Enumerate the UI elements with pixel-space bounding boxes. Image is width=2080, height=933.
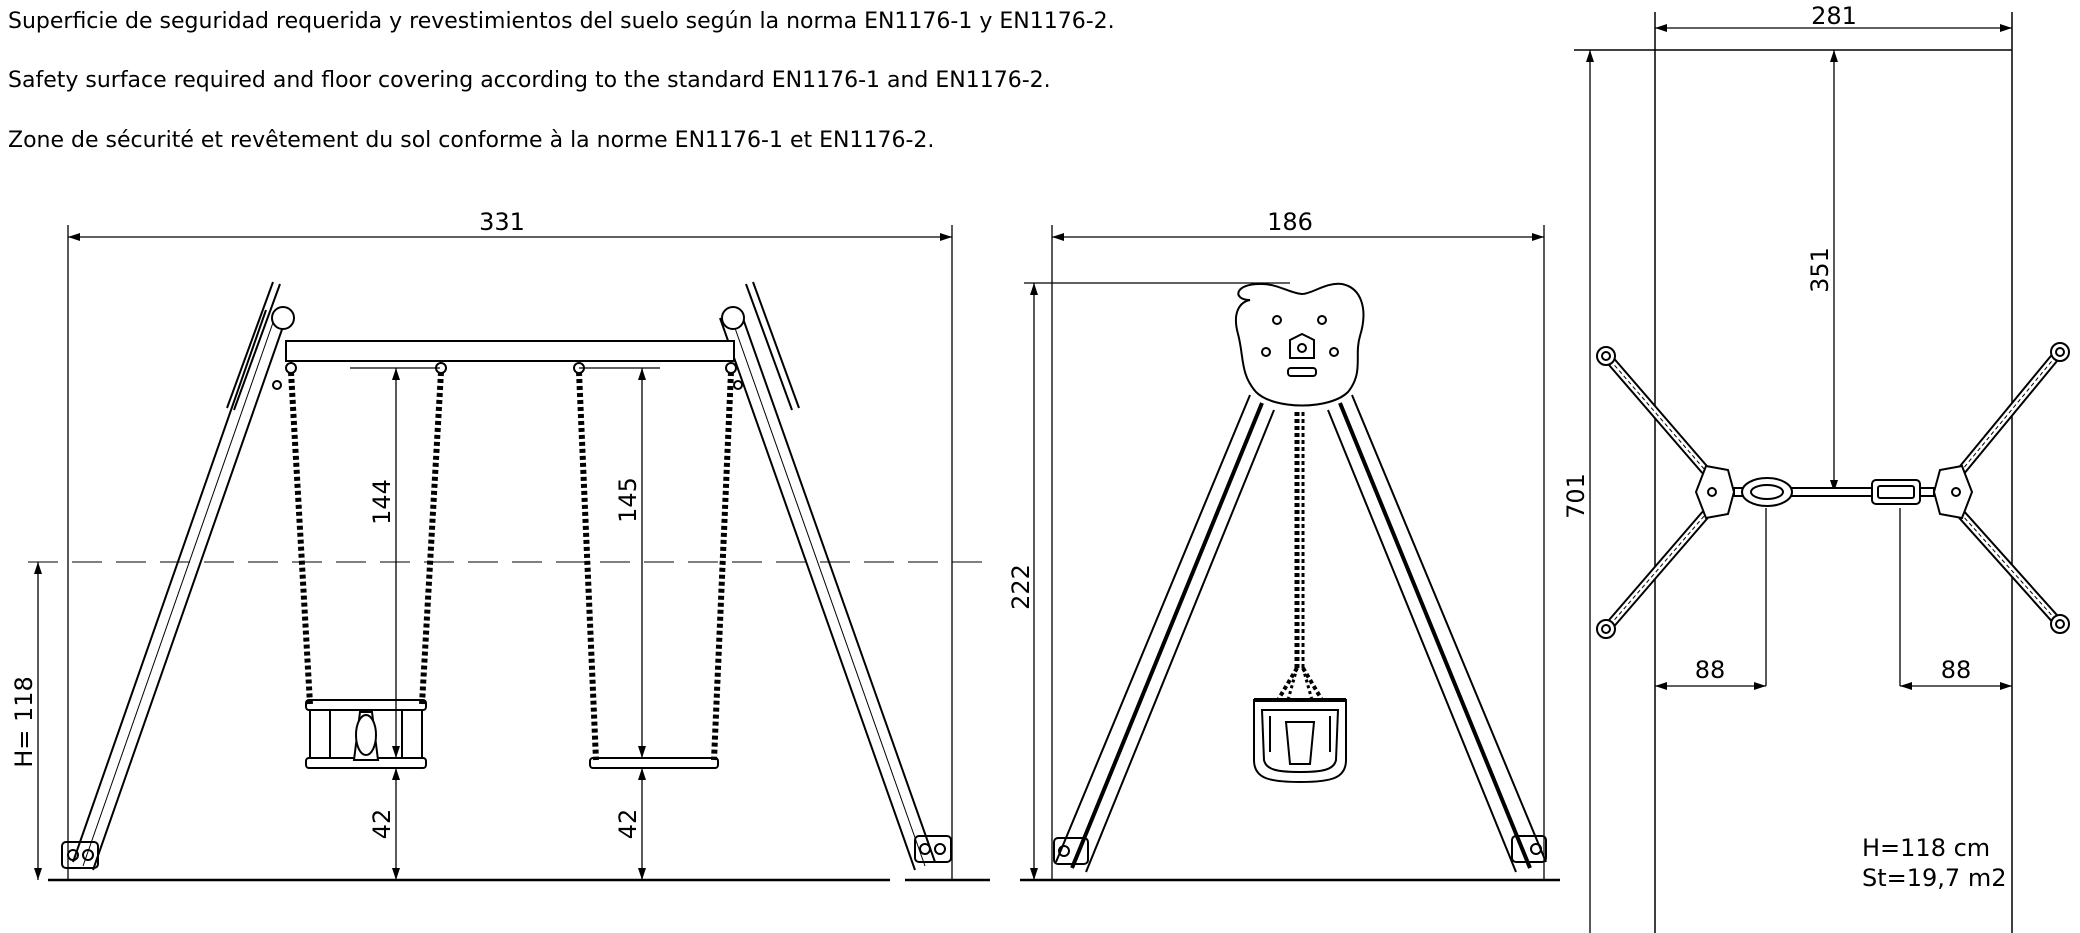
side-left-leg [1053, 394, 1275, 873]
dim-side-width [1051, 225, 1545, 880]
side-right-leg [1327, 394, 1547, 873]
seat-clear-right-label: 42 [614, 809, 642, 840]
plan-baby-seat [1741, 477, 1793, 507]
front-top-beam [285, 340, 735, 362]
seat-clear-left-label: 42 [368, 809, 396, 840]
front-width-label: 331 [479, 208, 525, 236]
front-view [28, 225, 990, 882]
plan-right-frame [1932, 342, 2070, 634]
plan-flat-seat [1871, 479, 1921, 505]
front-right-leg [719, 281, 952, 871]
spec-surface: St=19,7 m2 [1862, 864, 2006, 892]
side-view [1020, 225, 1560, 882]
side-baby-swing [1253, 412, 1347, 784]
plan-width-label: 281 [1811, 2, 1857, 30]
plan-view [1574, 12, 2070, 933]
side-height-label: 222 [1007, 564, 1035, 610]
plan-depth-label: 701 [1562, 473, 1590, 519]
chain-right-label: 145 [614, 477, 642, 523]
plan-top-beam [1733, 487, 1935, 497]
dim-front-width [67, 225, 953, 880]
front-left-leg [61, 281, 295, 871]
note-spanish: Superficie de seguridad requerida y reve… [8, 9, 1115, 34]
plan-left-frame [1596, 346, 1736, 639]
plan-half-depth-label: 351 [1806, 247, 1834, 293]
chain-left-label: 144 [368, 479, 396, 525]
note-english: Safety surface required and floor coveri… [8, 68, 1051, 93]
safety-height-label: H= 118 [10, 676, 38, 768]
note-french: Zone de sécurité et revêtement du sol co… [8, 128, 935, 153]
front-baby-swing [285, 362, 447, 769]
plan-offset-right-label: 88 [1941, 656, 1972, 684]
spec-height: H=118 cm [1862, 834, 1990, 862]
plan-offset-left-label: 88 [1695, 656, 1726, 684]
dim-chain-right [579, 367, 660, 880]
dim-plan-offsets [1655, 508, 2012, 690]
dim-chain-left [350, 367, 440, 880]
dim-side-height [1024, 282, 1290, 880]
front-flat-swing [573, 362, 737, 769]
side-width-label: 186 [1267, 208, 1313, 236]
